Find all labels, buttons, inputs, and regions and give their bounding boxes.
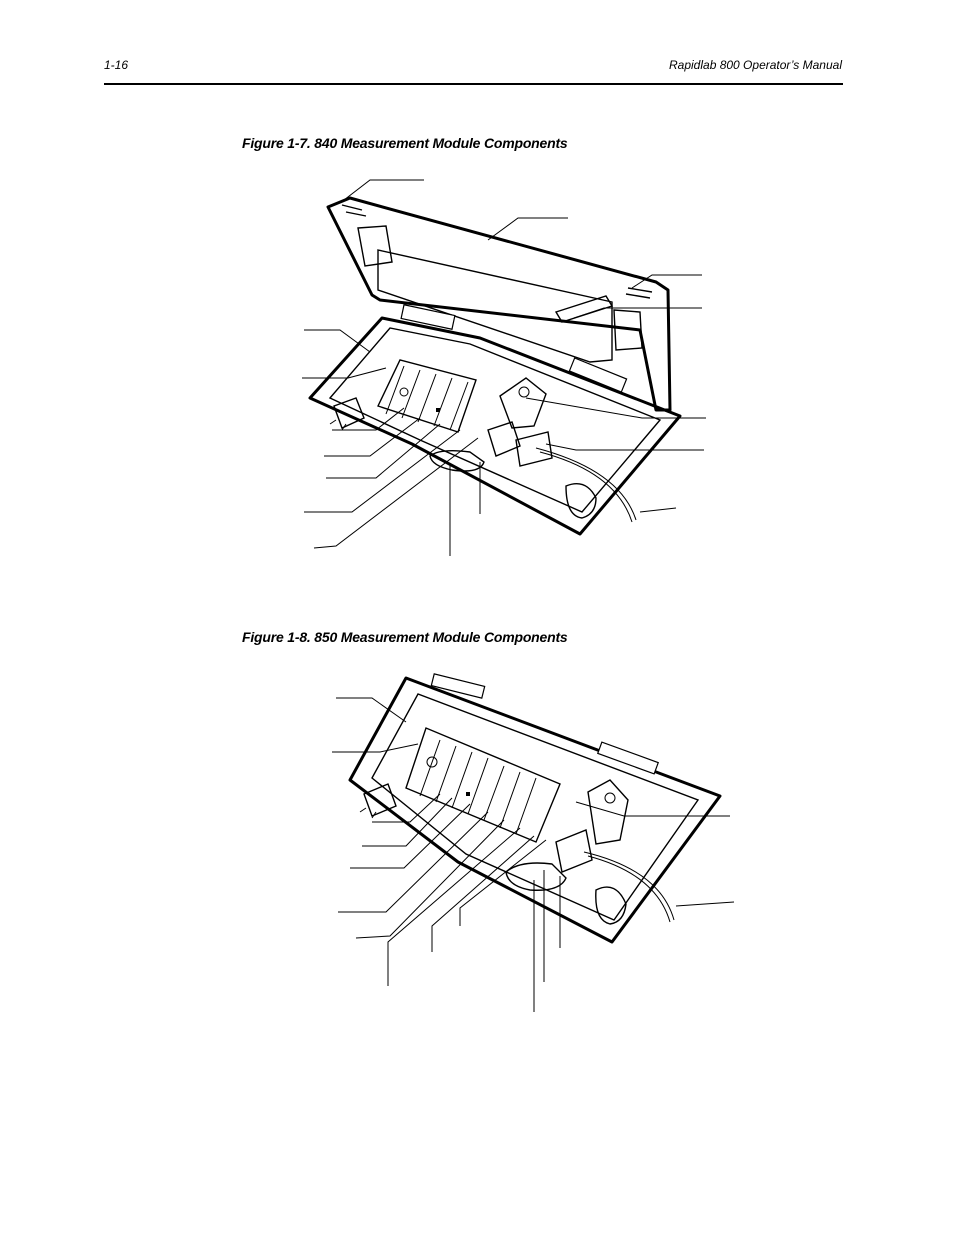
running-title: Rapidlab 800 Operator’s Manual [669, 58, 842, 72]
figure-1-7-caption: Figure 1-7. 840 Measurement Module Compo… [242, 135, 568, 151]
page-number: 1-16 [104, 58, 129, 72]
module-840-drawing [308, 196, 682, 536]
figure-1-7-callout-lines [302, 179, 706, 556]
figure-1-8-callout-lines [332, 697, 735, 1012]
header-rule [104, 83, 843, 85]
figure-1-8-caption: Figure 1-8. 850 Measurement Module Compo… [242, 629, 568, 645]
module-850-drawing [348, 673, 722, 944]
